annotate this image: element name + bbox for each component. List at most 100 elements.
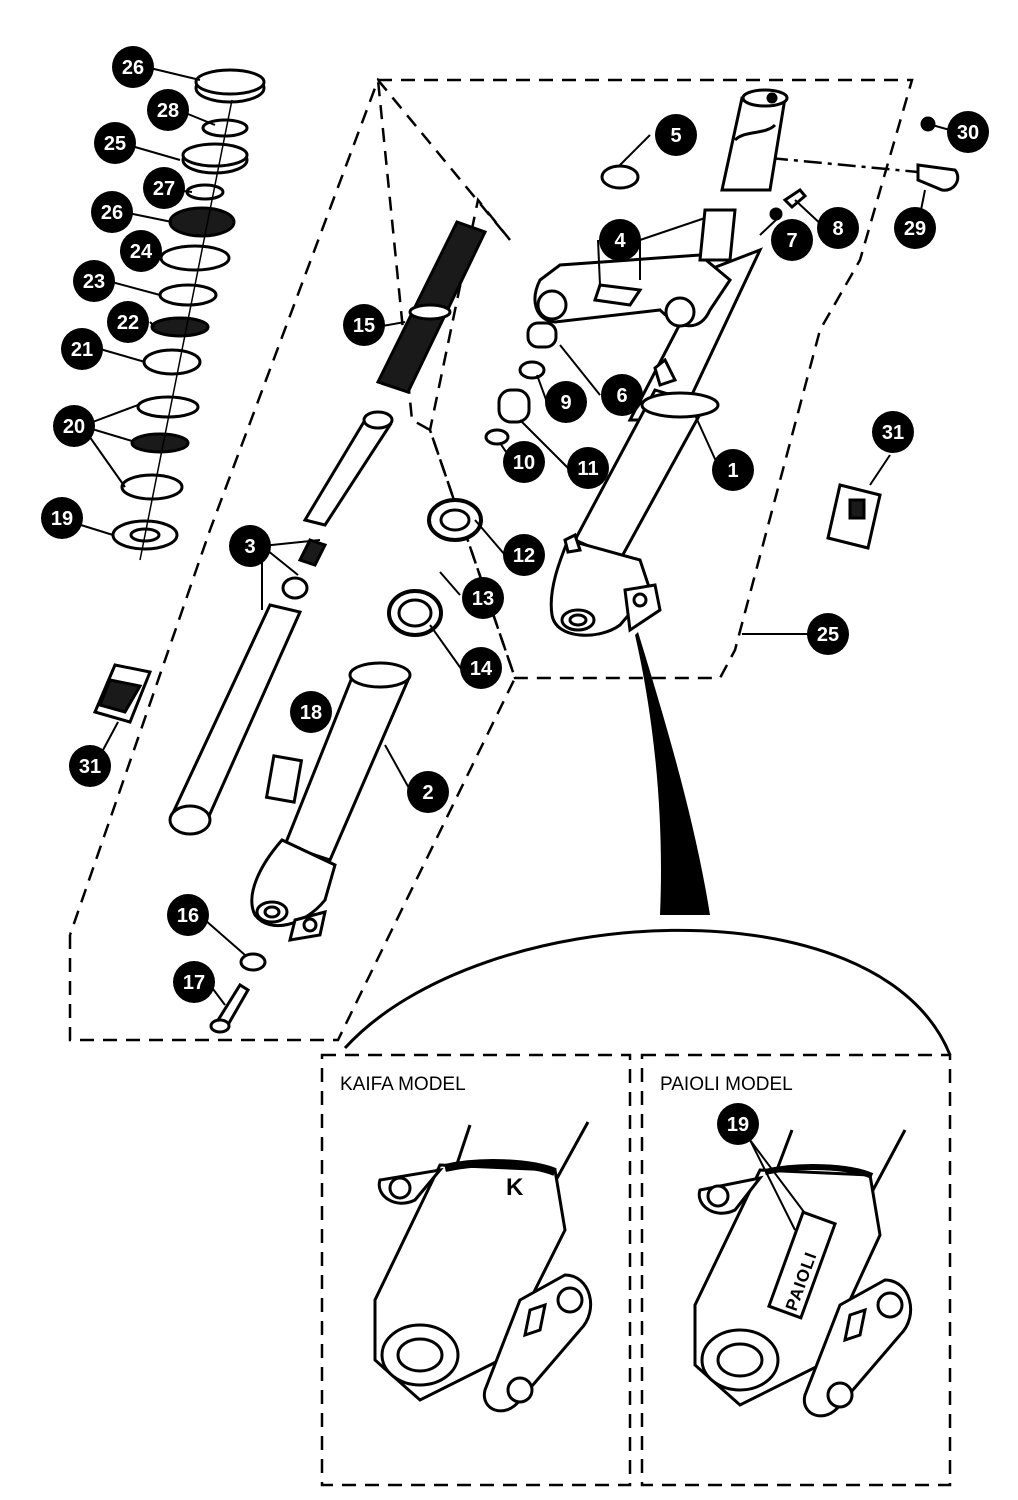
part-31-blocks (92, 483, 882, 724)
callout-badge-12: 12 (503, 534, 545, 576)
callout-circle (91, 191, 133, 233)
callout-label: 9 (560, 392, 571, 414)
callout-label: 4 (614, 230, 626, 252)
yoke-arm (593, 283, 643, 307)
callout-circle (41, 497, 83, 539)
callout-circle (601, 374, 643, 416)
kaifa-inset-title: KAIFA MODEL (340, 1074, 466, 1095)
paioli-fork-bottom (693, 1129, 913, 1418)
right-fork-ring (640, 391, 720, 419)
callout-circle (407, 771, 449, 813)
callout-circle (655, 114, 697, 156)
callout-circle (107, 301, 149, 343)
callout-badge-21: 21 (61, 328, 103, 370)
callout-badge-18: 18 (290, 691, 332, 733)
callout-circle (147, 89, 189, 131)
callout-label: 14 (470, 658, 493, 680)
part-21-bearing (130, 432, 190, 454)
callout-circle (717, 1103, 759, 1145)
yoke-upper-tube (698, 208, 737, 262)
callout-label: 22 (117, 312, 139, 334)
callout-label: 19 (727, 1114, 749, 1136)
damper-piece (297, 538, 328, 567)
damper-rod (302, 418, 393, 527)
callout-label: 17 (183, 972, 205, 994)
callout-badge-17: 17 (173, 961, 215, 1003)
small-parts-right (387, 116, 960, 637)
right-fork-leg (549, 247, 763, 637)
connector-arc (343, 928, 952, 1056)
callout-badge-16: 16 (167, 894, 209, 936)
callout-label: 29 (904, 218, 926, 240)
callout-badge-30: 30 (947, 111, 989, 153)
callout-label: 23 (83, 271, 105, 293)
callout-label: 11 (577, 458, 598, 480)
callout-badge-29: 29 (894, 207, 936, 249)
callout-circle (947, 111, 989, 153)
callout-badge-22: 22 (107, 301, 149, 343)
callout-circle (599, 219, 641, 261)
callout-label: 27 (153, 178, 175, 200)
part-12-bushing (497, 388, 531, 424)
paioli-inset-title: PAIOLI MODEL (660, 1074, 793, 1095)
callout-badge-31: 31 (872, 411, 914, 453)
part-8-screw (769, 207, 783, 221)
yoke-right-hole (664, 296, 696, 328)
callout-circle (460, 647, 502, 689)
callout-badge-23: 23 (73, 260, 115, 302)
stem-tube (720, 96, 787, 192)
kaifa-k-mark: K (506, 1174, 524, 1201)
callout-circle (712, 449, 754, 491)
callout-label: 3 (244, 536, 255, 558)
top-yoke (533, 88, 789, 328)
callout-circle (173, 961, 215, 1003)
part-11-washer (484, 428, 510, 446)
callout-label: 26 (122, 57, 144, 79)
callout-label: 25 (817, 624, 839, 646)
callout-circle (69, 745, 111, 787)
callout-badge-19: 19 (717, 1103, 759, 1145)
centerline-top (769, 156, 919, 174)
callout-circle (53, 405, 95, 447)
callout-circle (290, 691, 332, 733)
callout-label: 12 (513, 545, 535, 567)
callout-badge-25: 25 (807, 613, 849, 655)
part-29-clamp (916, 163, 960, 192)
part-21-race-b (120, 473, 184, 501)
part-22-cup (142, 348, 202, 376)
callout-badge-4: 4 (599, 219, 641, 261)
callout-label: 30 (957, 122, 979, 144)
callout-label: 16 (177, 905, 199, 927)
callout-circle (112, 46, 154, 88)
callout-circle (817, 207, 859, 249)
inset-connector (343, 632, 952, 1056)
paioli-brand-plate (767, 1210, 837, 1320)
callout-circle (503, 534, 545, 576)
callout-label: 26 (101, 202, 123, 224)
part-7-bushing (526, 321, 558, 349)
callout-circle (343, 304, 385, 346)
callout-label: 7 (786, 230, 797, 252)
callout-badge-24: 24 (120, 230, 162, 272)
left-slider-ring (348, 661, 412, 689)
callout-badge-19: 19 (41, 497, 83, 539)
callout-circle (807, 613, 849, 655)
part-28-washer (168, 206, 236, 238)
part-21-race-a (136, 395, 200, 419)
callout-badge-13: 13 (462, 577, 504, 619)
part-23-bearing (150, 316, 210, 338)
callout-circle (143, 167, 185, 209)
callout-badge-27: 27 (143, 167, 185, 209)
callout-label: 15 (353, 315, 375, 337)
callout-label: 31 (79, 756, 101, 778)
callout-circle (73, 260, 115, 302)
part-25-cover (159, 244, 231, 272)
callout-circle (894, 207, 936, 249)
callout-circle (545, 381, 587, 423)
callout-label: 13 (472, 588, 494, 610)
callout-label: 10 (513, 452, 535, 474)
callout-circle (503, 441, 545, 483)
part-30-clip (920, 116, 936, 132)
left-fork-leg (168, 220, 488, 942)
callout-badge-5: 5 (655, 114, 697, 156)
